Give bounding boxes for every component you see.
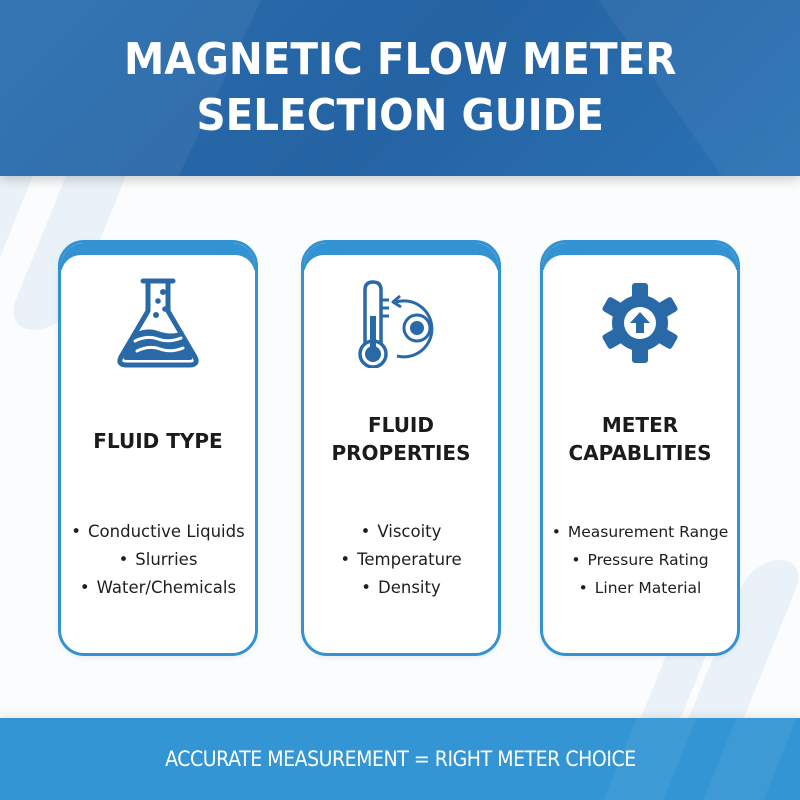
- title-line-2: SELECTION GUIDE: [196, 90, 604, 141]
- list-item: Temperature: [304, 546, 498, 574]
- list-item: Measurement Range: [543, 518, 737, 546]
- card-top-accent: [543, 243, 737, 295]
- title-line-1: MAGNETIC FLOW METER: [123, 34, 677, 85]
- card-title-line: METER: [601, 413, 679, 437]
- card-title-line: CAPABLITIES: [568, 441, 712, 465]
- list-item: Pressure Rating: [543, 546, 737, 574]
- card-top-accent: [61, 243, 255, 295]
- card-title-line: PROPERTIES: [331, 441, 471, 465]
- page-header: MAGNETIC FLOW METER SELECTION GUIDE: [0, 0, 800, 176]
- list-item: Liner Material: [543, 574, 737, 602]
- card-list: Measurement Range Pressure Rating Liner …: [543, 518, 737, 602]
- card-list: Viscoity Temperature Density: [304, 518, 498, 602]
- card-meter-capabilities: METER CAPABLITIES Measurement Range Pres…: [540, 240, 740, 656]
- list-item: Slurries: [61, 546, 255, 574]
- gear-arrow-up-icon: [543, 273, 737, 373]
- card-fluid-properties: FLUID PROPERTIES Viscoity Temperature De…: [301, 240, 501, 656]
- card-top-accent: [304, 243, 498, 295]
- list-item: Viscoity: [304, 518, 498, 546]
- list-item: Water/Chemicals: [61, 574, 255, 602]
- footer-facet: [703, 718, 797, 800]
- page-footer: ACCURATE MEASUREMENT = RIGHT METER CHOIC…: [0, 718, 800, 800]
- list-item: Conductive Liquids: [61, 518, 255, 546]
- footer-tagline: ACCURATE MEASUREMENT = RIGHT METER CHOIC…: [164, 747, 636, 771]
- card-list: Conductive Liquids Slurries Water/Chemic…: [61, 518, 255, 602]
- flask-icon: [61, 273, 255, 373]
- card-title: FLUID PROPERTIES: [304, 411, 498, 467]
- card-title: METER CAPABLITIES: [543, 411, 737, 467]
- card-title-line: FLUID TYPE: [93, 429, 223, 453]
- card-title-line: FLUID: [368, 413, 434, 437]
- thermometer-rotation-icon: [304, 273, 498, 373]
- page-title: MAGNETIC FLOW METER SELECTION GUIDE: [124, 32, 676, 144]
- card-fluid-type: FLUID TYPE Conductive Liquids Slurries W…: [58, 240, 258, 656]
- card-title: FLUID TYPE: [61, 427, 255, 455]
- list-item: Density: [304, 574, 498, 602]
